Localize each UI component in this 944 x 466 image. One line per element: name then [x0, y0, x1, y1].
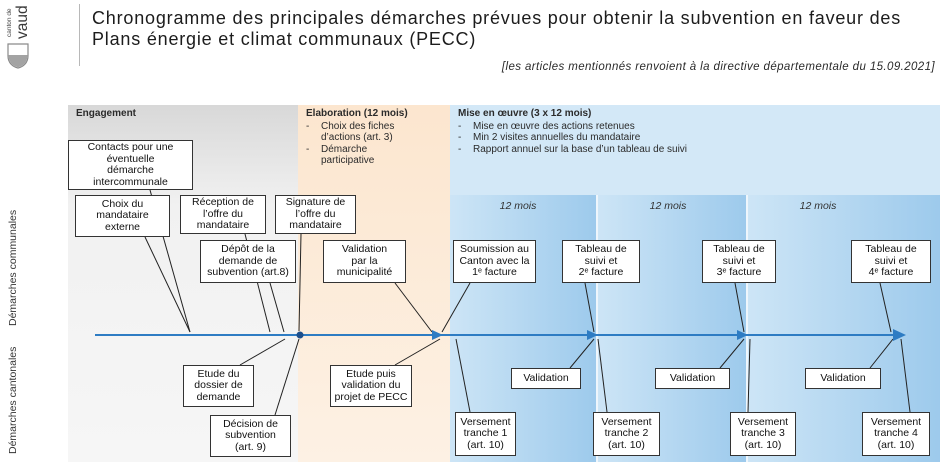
pointer-decision-subvention [274, 338, 300, 416]
list-item: Rapport annuel sur la base d’un tableau … [458, 144, 928, 156]
list-item: Min 2 visites annuelles du mandataire [458, 132, 928, 144]
pointer-tableau-suivi-4 [879, 282, 892, 333]
step-reception-offre: Réception de l’offre du mandataire [180, 195, 266, 234]
phase-mise-en-oeuvre-list: Mise en œuvre des actions retenues Min 2… [458, 121, 928, 155]
step-soumission-canton: Soumission au Canton avec la 1ᵉ facture [453, 240, 536, 283]
timeline-arrowhead-period-2 [737, 330, 748, 340]
step-choix-mandataire: Choix du mandataire externe [75, 195, 170, 237]
phase-engagement-title: Engagement [76, 108, 137, 119]
step-versement-tranche-3: Versement tranche 3 (art. 10) [730, 412, 796, 456]
period-2-label: 12 mois [649, 200, 687, 212]
page-title-line-2: Plans énergie et climat communaux (PECC) [92, 29, 477, 49]
pointer-versement-tranche-2 [597, 338, 608, 413]
timeline-milestone-dot [296, 331, 304, 339]
pointer-depot-demande [269, 282, 285, 333]
pointer-soumission-canton [441, 282, 471, 333]
timeline-arrowhead-end [893, 329, 906, 341]
pointer-tableau-suivi-2 [584, 282, 595, 333]
articles-note: [les articles mentionnés renvoient à la … [501, 61, 935, 73]
phase-elaboration-list: Choix des fiches d’actions (art. 3) Déma… [306, 121, 446, 166]
pointer-versement-tranche-1 [455, 338, 471, 413]
step-tableau-suivi-4: Tableau de suivi et 4ᵉ facture [851, 240, 931, 283]
step-contacts-intercommunale: Contacts pour une éventuelle démarche in… [68, 140, 193, 190]
timeline-arrowhead-elaboration [432, 330, 443, 340]
pointer-versement-tranche-3 [747, 338, 751, 413]
page-title: Chronogramme des principales démarches p… [92, 8, 901, 50]
pointer-tableau-suivi-3 [734, 282, 745, 333]
step-validation-1: Validation [511, 368, 581, 389]
period-1-label: 12 mois [499, 200, 537, 212]
step-tableau-suivi-3: Tableau de suivi et 3ᵉ facture [702, 240, 776, 283]
pointer-validation-3 [869, 338, 894, 369]
vaud-coat-of-arms-icon [7, 43, 29, 69]
list-item: Choix des fiches d’actions (art. 3) [306, 121, 446, 144]
phase-elaboration-title: Elaboration (12 mois) [306, 108, 408, 119]
step-etude-dossier: Etude du dossier de demande [183, 365, 254, 407]
pointer-signature-offre [298, 233, 302, 332]
step-versement-tranche-1: Versement tranche 1 (art. 10) [455, 412, 516, 456]
pointer-etude-dossier [239, 338, 286, 366]
period-3-label: 12 mois [799, 200, 837, 212]
canton-vaud-logo: canton de vaud [2, 2, 36, 70]
pointer-choix-mandataire [144, 236, 191, 333]
pointer-validation-1 [569, 338, 595, 369]
list-item: Démarche participative [306, 144, 446, 167]
step-depot-demande: Dépôt de la demande de subvention (art.8… [200, 240, 296, 283]
shield-lower-half [8, 55, 28, 68]
phase-mise-en-oeuvre-title: Mise en œuvre (3 x 12 mois) [458, 108, 592, 119]
step-validation-2: Validation [655, 368, 730, 389]
step-validation-municipalite: Validation par la municipalité [323, 240, 406, 283]
step-tableau-suivi-2: Tableau de suivi et 2ᵉ facture [562, 240, 640, 283]
step-versement-tranche-2: Versement tranche 2 (art. 10) [593, 412, 660, 456]
step-decision-subvention: Décision de subvention (art. 9) [210, 415, 291, 457]
pointer-versement-tranche-4 [900, 338, 911, 413]
page-title-line-1: Chronogramme des principales démarches p… [92, 8, 902, 28]
header-divider [79, 4, 80, 66]
list-item: Mise en œuvre des actions retenues [458, 121, 928, 133]
pointer-validation-2 [719, 338, 745, 369]
pointer-validation-municipalite [394, 282, 433, 333]
step-versement-tranche-4: Versement tranche 4 (art. 10) [862, 412, 930, 456]
step-validation-3: Validation [805, 368, 881, 389]
timeline-arrowhead-period-1 [587, 330, 598, 340]
pointer-etude-validation-pecc [394, 338, 441, 366]
step-signature-offre: Signature de l’offre du mandataire [275, 195, 356, 234]
step-etude-validation-pecc: Etude puis validation du projet de PECC [330, 365, 412, 407]
